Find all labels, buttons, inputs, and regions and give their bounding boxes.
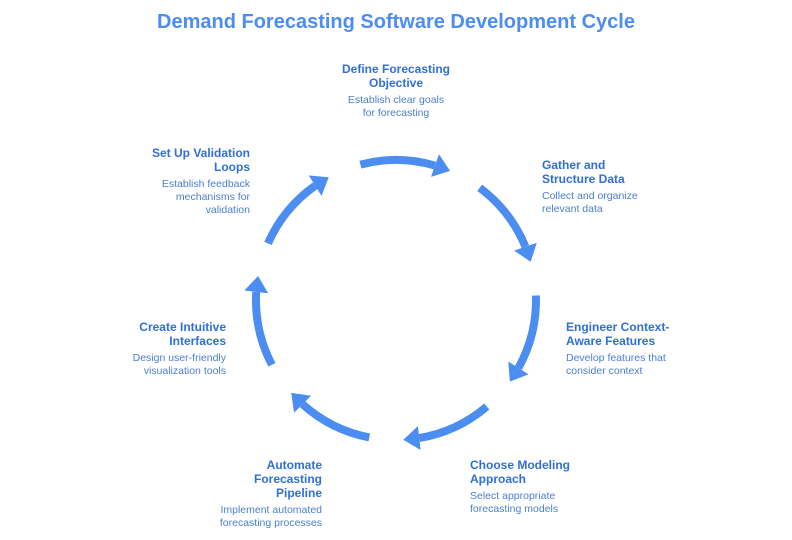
cycle-arrow-arc — [514, 295, 540, 370]
arrow-head-icon — [508, 361, 529, 382]
step-automate-pipeline: Automate Forecasting Pipeline Implement … — [192, 458, 322, 530]
step-title: Automate Forecasting Pipeline — [253, 458, 322, 500]
step-title: Gather and Structure Data — [542, 158, 625, 186]
step-description: Implement automated forecasting processe… — [219, 504, 322, 529]
arrow-head-icon — [291, 392, 312, 413]
arrow-head-icon — [244, 276, 269, 294]
cycle-arrow-arc — [359, 156, 437, 170]
step-define-objective: Define Forecasting Objective Establish c… — [326, 62, 466, 120]
cycle-arrow-arc — [299, 401, 371, 442]
diagram-title: Demand Forecasting Software Development … — [157, 11, 635, 33]
cycle-arrow-arc — [252, 291, 276, 367]
cycle-arrow-arc — [477, 184, 530, 249]
step-choose-model: Choose Modeling Approach Select appropri… — [470, 458, 600, 516]
step-title: Set Up Validation Loops — [151, 146, 250, 174]
arrow-head-icon — [308, 175, 329, 196]
step-engineer-features: Engineer Context- Aware Features Develop… — [566, 320, 696, 378]
step-create-interfaces: Create Intuitive Interfaces Design user-… — [96, 320, 226, 378]
arrow-head-icon — [403, 426, 421, 450]
step-title: Define Forecasting Objective — [341, 62, 451, 90]
step-gather-data: Gather and Structure Data Collect and or… — [542, 158, 672, 216]
step-description: Collect and organize relevant data — [542, 190, 638, 215]
arrow-head-icon — [430, 154, 451, 177]
step-title: Choose Modeling Approach — [470, 458, 570, 486]
step-description: Select appropriate forecasting models — [470, 490, 559, 515]
step-description: Establish feedback mechanisms for valida… — [161, 178, 250, 216]
cycle-arrow-arc — [264, 182, 318, 246]
step-description: Establish clear goals for forecasting — [347, 94, 445, 119]
step-validation-loops: Set Up Validation Loops Establish feedba… — [120, 146, 250, 217]
step-title: Create Intuitive Interfaces — [139, 320, 226, 348]
cycle-arrow-arc — [418, 403, 490, 443]
step-description: Develop features that consider context — [566, 352, 666, 377]
step-title: Engineer Context- Aware Features — [566, 320, 670, 348]
arrow-head-icon — [514, 242, 537, 262]
step-description: Design user-friendly visualization tools — [132, 352, 226, 377]
